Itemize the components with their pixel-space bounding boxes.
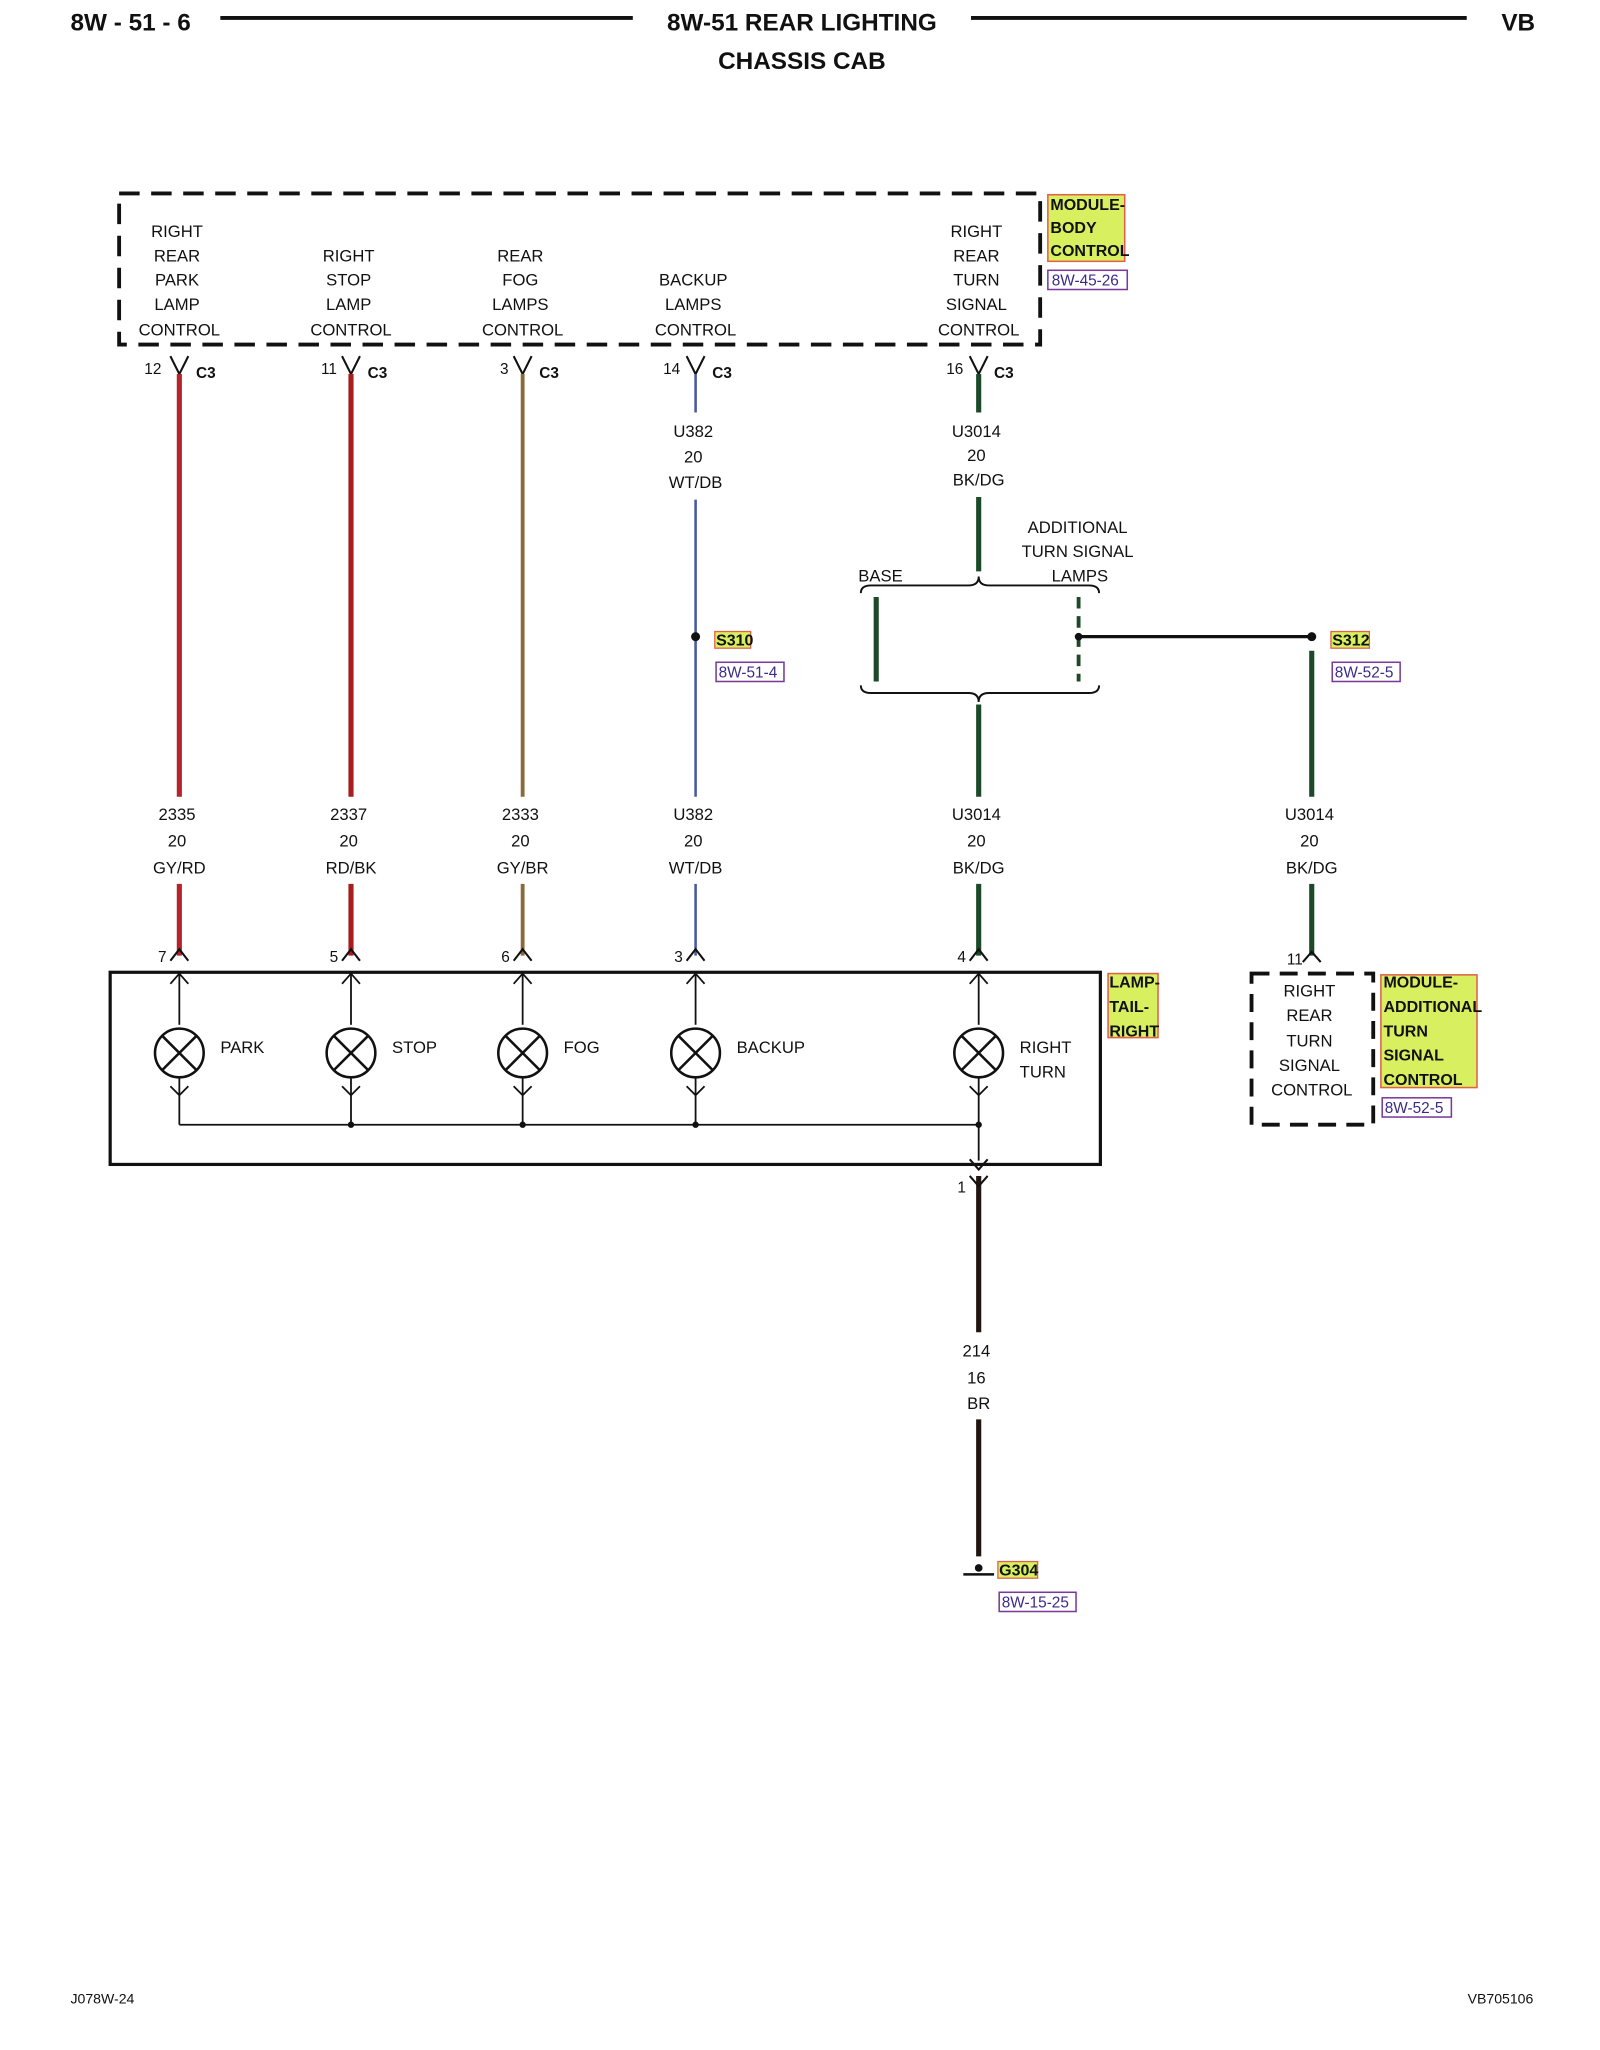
svg-text:MODULE- BODY CONTR: MODULE- BODY CONTROL bbox=[1050, 197, 1129, 260]
wire-label-u382-upper: U382 20 WT/DB bbox=[669, 422, 723, 492]
body-control-module-box bbox=[117, 191, 1043, 347]
page-title: 8W-51 REAR LIGHTING bbox=[667, 10, 937, 37]
svg-text:C3: C3 bbox=[368, 365, 388, 382]
option-base-label: BASE bbox=[858, 567, 902, 586]
svg-text:C3: C3 bbox=[994, 365, 1014, 382]
bcm-function-backup: BACKUP LAMPS CONTROL bbox=[655, 271, 736, 340]
svg-text:MODULE- ADDITIONAL: MODULE- ADDITIONAL TURN SIGNAL CONTROL bbox=[1383, 975, 1486, 1089]
svg-text:16: 16 bbox=[946, 361, 963, 378]
wire-label-u3014-lower: U3014 20 BK/DG bbox=[952, 805, 1006, 878]
svg-text:LAMP- TAIL- RIGHT: LAMP- TAIL- RIGHT bbox=[1109, 975, 1164, 1041]
svg-text:7: 7 bbox=[158, 949, 167, 966]
svg-text:5: 5 bbox=[330, 949, 339, 966]
wire-label-u3014-branch: U3014 20 BK/DG bbox=[1285, 805, 1339, 878]
bulb-right-turn bbox=[953, 972, 1005, 1161]
bulb-fog-label: FOG bbox=[564, 1038, 600, 1057]
footer-left-code: J078W-24 bbox=[70, 1990, 134, 2006]
bulb-right-turn-label: RIGHT TURN bbox=[1020, 1038, 1076, 1081]
bulb-backup bbox=[669, 972, 722, 1128]
wire-label-2333: 2333 20 GY/BR bbox=[497, 805, 549, 878]
additional-module-tag: MODULE- ADDITIONAL TURN SIGNAL CONTROL bbox=[1380, 974, 1486, 1089]
bcm-function-right-stop: RIGHT STOP LAMP CONTROL bbox=[310, 246, 391, 339]
vehicle-code: VB bbox=[1501, 10, 1535, 37]
bulb-park-label: PARK bbox=[220, 1038, 264, 1057]
svg-text:G304: G304 bbox=[999, 1563, 1038, 1580]
svg-text:C3: C3 bbox=[196, 365, 216, 382]
c3-connector-pins: 12 C3 11 C3 3 C3 14 C3 16 C3 bbox=[144, 355, 1014, 382]
splice-s312-ref[interactable]: 8W-52-5 bbox=[1331, 661, 1401, 683]
wire-label-u3014-upper: U3014 20 BK/DG bbox=[952, 422, 1006, 490]
svg-text:1: 1 bbox=[957, 1180, 966, 1197]
svg-text:C3: C3 bbox=[712, 365, 732, 382]
option-bracket bbox=[859, 576, 1101, 703]
ground-symbol bbox=[963, 1564, 995, 1576]
footer-right-code: VB705106 bbox=[1468, 1990, 1534, 2006]
body-module-functions: RIGHT REAR PARK LAMP CONTROL RIGHT STOP … bbox=[139, 222, 1020, 340]
svg-text:11: 11 bbox=[321, 361, 337, 378]
bulb-stop-label: STOP bbox=[392, 1038, 437, 1057]
svg-text:S310: S310 bbox=[716, 633, 753, 650]
additional-module-function: RIGHT REAR TURN SIGNAL CONTROL bbox=[1271, 982, 1352, 1100]
wire-label-u382-lower: U382 20 WT/DB bbox=[669, 805, 723, 878]
svg-text:3: 3 bbox=[674, 949, 683, 966]
svg-text:11: 11 bbox=[1287, 952, 1303, 969]
svg-text:14: 14 bbox=[663, 361, 681, 378]
bulb-backup-label: BACKUP bbox=[737, 1038, 805, 1057]
bulb-park bbox=[153, 972, 205, 1125]
bcm-function-rear-fog: REAR FOG LAMPS CONTROL bbox=[482, 246, 563, 339]
svg-text:6: 6 bbox=[501, 949, 510, 966]
tail-lamp-box bbox=[108, 970, 1102, 1167]
wire-label-2337: 2337 20 RD/BK bbox=[326, 805, 377, 878]
wire-bk-dg-branch bbox=[1078, 635, 1315, 956]
svg-text:8W-51-4: 8W-51-4 bbox=[719, 665, 778, 682]
svg-text:3: 3 bbox=[500, 361, 509, 378]
svg-text:S312: S312 bbox=[1332, 633, 1369, 650]
bulb-stop bbox=[325, 972, 377, 1128]
ground-g304-tag: G304 bbox=[997, 1560, 1038, 1580]
option-additional-label: ADDITIONAL TURN SIGNAL LAMPS bbox=[1022, 518, 1139, 586]
additional-module-pin: 11 bbox=[1287, 950, 1322, 969]
additional-module-ref[interactable]: 8W-52-5 bbox=[1381, 1097, 1453, 1118]
wire-label-214: 214 16 BR bbox=[962, 1342, 994, 1414]
svg-text:8W-52-5: 8W-52-5 bbox=[1335, 665, 1394, 682]
additional-module-box bbox=[1249, 971, 1376, 1127]
svg-text:8W-45-26: 8W-45-26 bbox=[1052, 273, 1119, 290]
splice-s310: S310 bbox=[691, 630, 754, 650]
splice-s310-ref[interactable]: 8W-51-4 bbox=[715, 661, 785, 683]
svg-text:C3: C3 bbox=[539, 365, 559, 382]
wire-label-2335: 2335 20 GY/RD bbox=[153, 805, 206, 878]
page-number: 8W - 51 - 6 bbox=[70, 10, 190, 37]
page-subtitle: CHASSIS CAB bbox=[718, 48, 886, 75]
svg-text:8W-52-5: 8W-52-5 bbox=[1385, 1100, 1444, 1117]
ground-pin: 1 bbox=[957, 1158, 989, 1197]
body-control-module-ref[interactable]: 8W-45-26 bbox=[1047, 269, 1129, 291]
svg-text:12: 12 bbox=[144, 361, 161, 378]
bcm-function-right-rear-park: RIGHT REAR PARK LAMP CONTROL bbox=[139, 222, 220, 340]
splice-s312: S312 bbox=[1307, 630, 1371, 650]
svg-text:8W-15-25: 8W-15-25 bbox=[1002, 1595, 1069, 1612]
body-control-module-tag: MODULE- BODY CONTROL bbox=[1047, 193, 1130, 263]
bcm-function-right-rear-turn: RIGHT REAR TURN SIGNAL CONTROL bbox=[938, 222, 1019, 340]
ground-g304-ref[interactable]: 8W-15-25 bbox=[998, 1591, 1077, 1613]
bulb-fog bbox=[497, 972, 549, 1128]
tail-lamp-tag: LAMP- TAIL- RIGHT bbox=[1107, 972, 1164, 1041]
lamp-connector-pins: 7 5 6 3 4 bbox=[158, 947, 989, 966]
svg-text:4: 4 bbox=[957, 949, 966, 966]
